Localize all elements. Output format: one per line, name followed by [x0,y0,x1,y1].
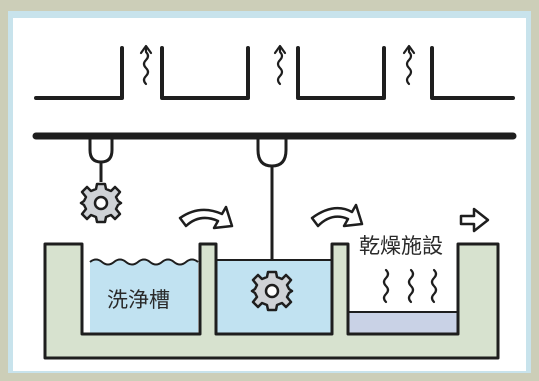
curved-arrow-icon [178,205,234,230]
exhaust-ducts [34,46,515,100]
steam-wave-icon [273,44,287,86]
steam-wave-icon [430,268,438,304]
duct-mid-wall-1 [160,46,250,100]
hanger-middle [256,138,288,266]
right-arrow-icon [459,207,490,233]
tank-structure [43,242,500,360]
hanger-left [88,138,114,182]
steam-wave-icon [139,44,153,86]
drying-tray [348,312,458,334]
duct-left-wall [34,46,124,100]
drying-facility-label: 乾燥施設 [359,234,443,258]
steam-arrows [139,44,416,86]
duct-right-wall [430,46,515,100]
water-tank-1 [90,259,198,334]
curved-arrow-icon [310,203,364,228]
drying-steam [382,268,438,304]
steam-wave-icon [407,268,415,304]
gear-icon [79,182,123,224]
washing-tank-label: 洗浄槽 [107,288,170,312]
gear-icon [250,270,294,312]
steam-wave-icon [402,44,416,86]
steam-wave-icon [382,268,390,304]
duct-mid-wall-2 [296,46,386,100]
